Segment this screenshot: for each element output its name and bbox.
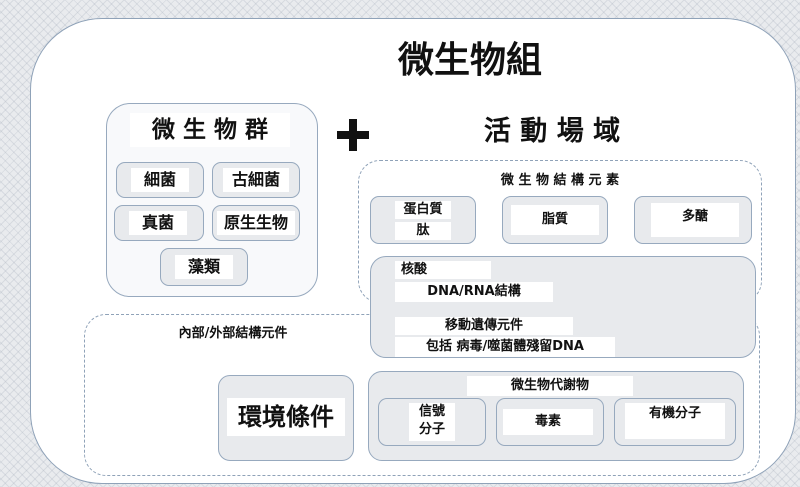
theatre-heading: 活 動 場 域 — [483, 116, 621, 147]
environment-label: 環境條件 — [227, 398, 345, 436]
protists-label: 原生生物 — [217, 211, 295, 235]
signal-molecules-box: 信號 分子 — [378, 398, 486, 446]
internal-external-label: 內部/外部結構元件 — [178, 326, 288, 341]
lipid-box: 脂質 — [502, 196, 608, 244]
virus-phage-dna-label: 包括 病毒/噬菌體殘留DNA — [395, 337, 615, 357]
polysaccharide-box: 多醣 — [634, 196, 752, 244]
nucleic-acid-box: 核酸 DNA/RNA結構 移動遺傳元件 包括 病毒/噬菌體殘留DNA — [370, 256, 756, 358]
metabolites-heading: 微生物代謝物 — [467, 376, 633, 396]
organic-molecules-label: 有機分子 — [625, 403, 725, 439]
archaea-box: 古細菌 — [212, 162, 300, 198]
diagram-title: 微生物組 — [397, 40, 542, 81]
protists-box: 原生生物 — [212, 205, 300, 241]
fungi-label: 真菌 — [129, 211, 187, 235]
archaea-label: 古細菌 — [223, 168, 289, 192]
polysaccharide-label: 多醣 — [651, 203, 739, 237]
bacteria-box: 細菌 — [116, 162, 204, 198]
nucleic-acid-label: 核酸 — [395, 261, 491, 279]
peptide-label: 肽 — [395, 222, 451, 240]
organic-molecules-box: 有機分子 — [614, 398, 736, 446]
algae-box: 藻類 — [160, 248, 248, 286]
signal-line-1: 信號 — [418, 404, 445, 419]
microbiota-heading: 微 生 物 群 — [130, 113, 290, 147]
signal-line-2: 分子 — [418, 422, 445, 437]
bacteria-label: 細菌 — [131, 168, 189, 192]
fungi-box: 真菌 — [114, 205, 204, 241]
dna-rna-structure-label: DNA/RNA結構 — [395, 282, 553, 302]
toxin-label: 毒素 — [503, 409, 593, 435]
protein-label: 蛋白質 — [395, 201, 451, 219]
toxin-box: 毒素 — [496, 398, 604, 446]
structural-elements-heading: 微 生 物 結 構 元 素 — [500, 173, 620, 188]
protein-box: 蛋白質 肽 — [370, 196, 476, 244]
algae-label: 藻類 — [175, 255, 233, 279]
plus-icon-vertical — [349, 119, 357, 151]
environment-box: 環境條件 — [218, 375, 354, 461]
mobile-genetic-elements-label: 移動遺傳元件 — [395, 317, 573, 335]
signal-molecules-label: 信號 分子 — [409, 403, 455, 441]
lipid-label: 脂質 — [511, 205, 599, 235]
